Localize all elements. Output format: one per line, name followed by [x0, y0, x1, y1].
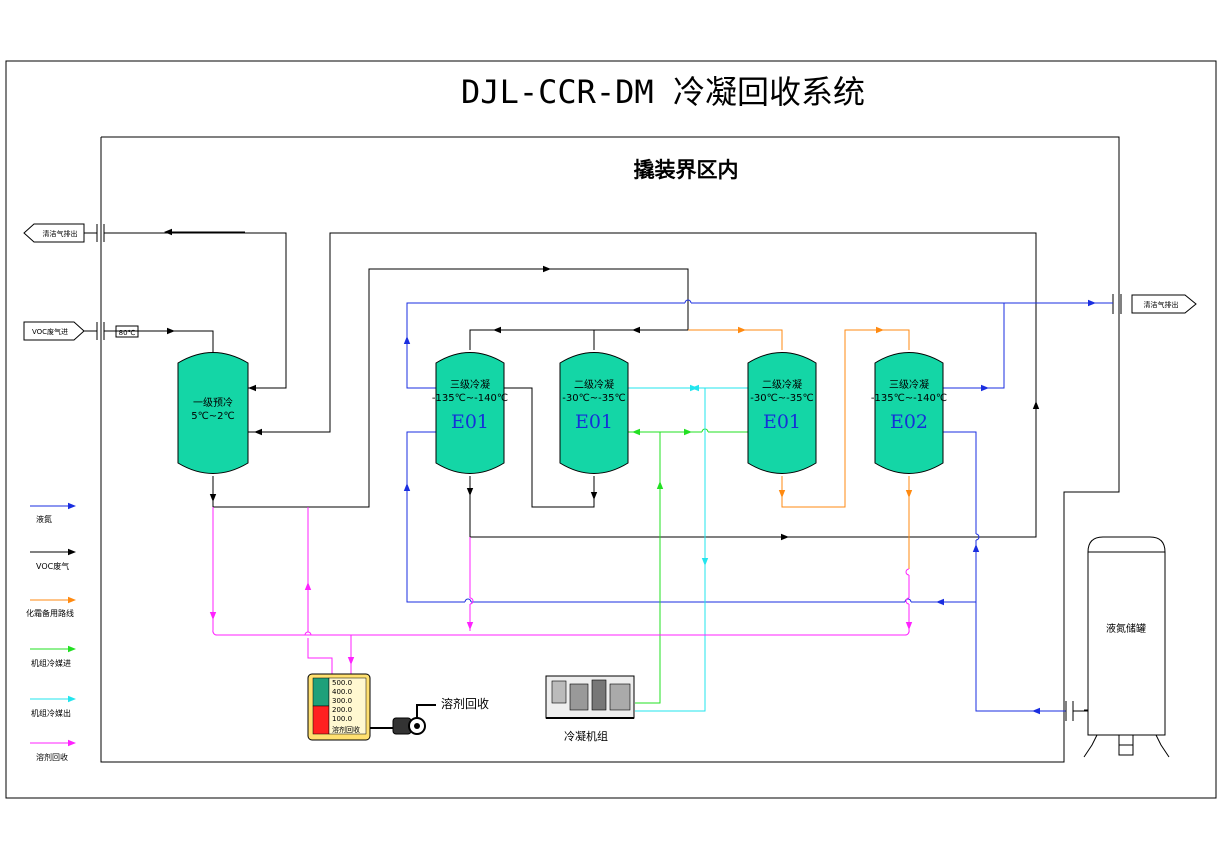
svg-text:200.0: 200.0 [332, 706, 352, 714]
skid-boundary [100, 136, 1120, 763]
legend-item-solvent-recovery: 溶剂回收 [30, 739, 76, 762]
ln2-storage-tank: 液氮储罐 [1083, 536, 1170, 758]
svg-text:机组冷媒进: 机组冷媒进 [31, 658, 71, 668]
unit-coolant-out-lines [628, 384, 748, 712]
svg-text:-135℃~-140℃: -135℃~-140℃ [432, 393, 508, 404]
solvent-recovery-lines [209, 507, 913, 680]
svg-text:二级冷凝: 二级冷凝 [574, 378, 614, 391]
solvent-pump: 溶剂回收 [370, 696, 489, 735]
legend-item-liquid-nitrogen: 液氮 [30, 502, 76, 524]
svg-text:-30℃~-35℃: -30℃~-35℃ [562, 393, 626, 404]
svg-text:溶剂回收: 溶剂回收 [441, 696, 489, 711]
svg-text:5℃~2℃: 5℃~2℃ [191, 411, 235, 422]
clean-gas-outlet-right: 清洁气排出 [1112, 294, 1197, 314]
svg-text:E01: E01 [763, 411, 801, 433]
svg-text:一级预冷: 一级预冷 [193, 396, 233, 409]
svg-text:化霜备用路线: 化霜备用路线 [26, 608, 74, 618]
vessel-stage2-e01-a: 二级冷凝 -30℃~-35℃ E01 [559, 352, 629, 474]
svg-text:100.0: 100.0 [332, 715, 352, 723]
svg-text:液氮储罐: 液氮储罐 [1106, 622, 1146, 635]
voc-inlet: VOC废气进 80℃ [23, 321, 139, 341]
svg-text:三级冷凝: 三级冷凝 [450, 378, 490, 391]
zone-label: 撬装界区内 [634, 157, 739, 182]
unit-coolant-in-lines [628, 428, 748, 704]
svg-text:E01: E01 [451, 411, 489, 433]
vessel-stage3-e02: 三级冷凝 -135℃~-140℃ E02 [871, 352, 947, 474]
solvent-tank: 500.0 400.0 300.0 200.0 100.0 溶剂回收 [307, 673, 371, 741]
svg-text:二级冷凝: 二级冷凝 [762, 378, 802, 391]
legend-item-voc-gas: VOC废气 [30, 548, 76, 571]
ln2-valve [1065, 701, 1088, 721]
svg-text:E02: E02 [890, 411, 928, 433]
page-title: DJL-CCR-DM 冷凝回收系统 [461, 73, 865, 111]
vessel-stage2-e01-b: 二级冷凝 -30℃~-35℃ E01 [747, 352, 817, 474]
svg-text:500.0: 500.0 [332, 679, 352, 687]
legend-item-unit-coolant-out: 机组冷媒出 [30, 695, 76, 718]
svg-text:80℃: 80℃ [119, 329, 136, 337]
legend: 液氮 VOC废气 化霜备用路线 机组冷媒进 机组冷媒出 溶剂回收 [26, 502, 76, 762]
vessel-precooler: 一级预冷 5℃~2℃ [177, 352, 249, 474]
legend-item-defrost: 化霜备用路线 [26, 596, 76, 618]
svg-text:清洁气排出: 清洁气排出 [1144, 300, 1179, 309]
clean-gas-outlet-left: 清洁气排出 [23, 223, 105, 243]
defrost-lines [688, 326, 913, 569]
vessel-stage3-e01: 三级冷凝 -135℃~-140℃ E01 [432, 352, 508, 474]
svg-text:机组冷媒出: 机组冷媒出 [31, 708, 71, 718]
legend-item-unit-coolant-in: 机组冷媒进 [30, 645, 76, 668]
outer-frame [5, 60, 1217, 799]
svg-text:-135℃~-140℃: -135℃~-140℃ [871, 393, 947, 404]
svg-text:冷凝机组: 冷凝机组 [564, 729, 608, 743]
chiller-unit: 冷凝机组 [545, 675, 635, 743]
svg-text:溶剂回收: 溶剂回收 [36, 752, 68, 762]
svg-text:VOC废气进: VOC废气进 [32, 327, 68, 336]
svg-text:E01: E01 [575, 411, 613, 433]
svg-text:溶剂回收: 溶剂回收 [332, 725, 360, 734]
svg-text:清洁气排出: 清洁气排出 [43, 229, 78, 238]
svg-text:液氮: 液氮 [36, 514, 52, 524]
svg-text:-30℃~-35℃: -30℃~-35℃ [750, 393, 814, 404]
svg-text:VOC废气: VOC废气 [36, 561, 69, 571]
liquid-nitrogen-lines [403, 299, 1113, 715]
svg-text:300.0: 300.0 [332, 697, 352, 705]
svg-text:400.0: 400.0 [332, 688, 352, 696]
svg-text:三级冷凝: 三级冷凝 [889, 378, 929, 391]
